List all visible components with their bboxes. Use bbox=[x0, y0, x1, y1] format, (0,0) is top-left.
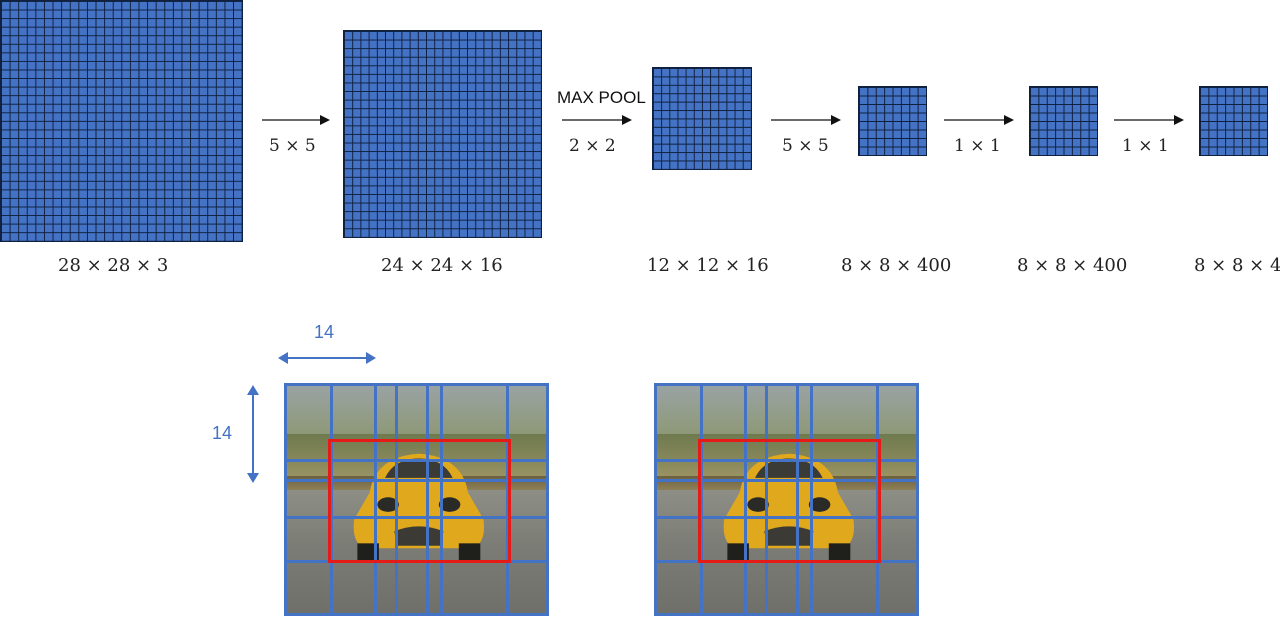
arrow-right-icon bbox=[1114, 115, 1184, 125]
dims-label-conv2: 8 × 8 × 400 bbox=[841, 255, 952, 276]
car-photo-panel-2 bbox=[654, 383, 919, 616]
kernel-label-5: 1 × 1 bbox=[1122, 136, 1169, 156]
arrow-right-icon bbox=[562, 115, 632, 125]
arrow-right-icon bbox=[944, 115, 1014, 125]
arrow-right-icon bbox=[262, 115, 330, 125]
feature-map-conv2-grid bbox=[858, 86, 927, 156]
feature-map-fc1-grid bbox=[1029, 86, 1098, 156]
kernel-label-4: 1 × 1 bbox=[954, 136, 1001, 156]
dims-label-pool: 12 × 12 × 16 bbox=[647, 255, 769, 276]
window-width-label: 14 bbox=[314, 322, 335, 342]
feature-map-pool-grid bbox=[652, 67, 752, 170]
dims-label-input: 28 × 28 × 3 bbox=[58, 255, 169, 276]
arrow-right-icon bbox=[771, 115, 841, 125]
feature-map-input-grid bbox=[0, 0, 243, 242]
detection-window-box bbox=[698, 439, 881, 563]
car-image bbox=[353, 453, 485, 563]
maxpool-label: MAX POOL bbox=[557, 88, 646, 107]
height-double-arrow-icon bbox=[247, 385, 259, 483]
feature-map-conv1-grid bbox=[343, 30, 542, 238]
kernel-label-2: 2 × 2 bbox=[569, 136, 616, 156]
dims-label-conv1: 24 × 24 × 16 bbox=[381, 255, 503, 276]
kernel-label-1: 5 × 5 bbox=[269, 136, 316, 156]
window-height-label: 14 bbox=[212, 423, 233, 443]
detection-window-box bbox=[328, 439, 511, 563]
feature-map-output-grid bbox=[1199, 86, 1268, 156]
car-image bbox=[723, 453, 855, 563]
kernel-label-3: 5 × 5 bbox=[782, 136, 829, 156]
dims-label-output: 8 × 8 × 4 bbox=[1194, 255, 1280, 276]
dims-label-fc1: 8 × 8 × 400 bbox=[1017, 255, 1128, 276]
width-double-arrow-icon bbox=[278, 352, 376, 364]
car-photo-panel-1 bbox=[284, 383, 549, 616]
